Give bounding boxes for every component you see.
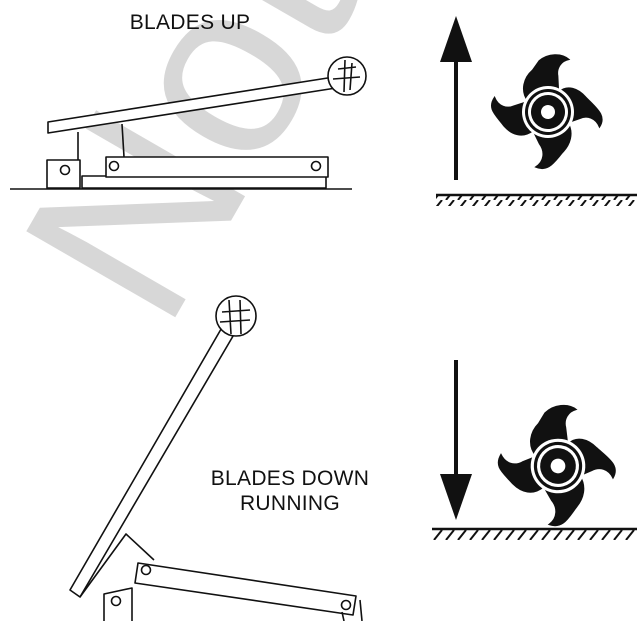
- down-arrow: [440, 360, 472, 520]
- label-blades-up: BLADES UP: [100, 10, 280, 35]
- ground-hatch: [436, 193, 637, 206]
- handle-knob: [327, 56, 367, 96]
- label-line: BLADES DOWN: [210, 467, 370, 490]
- label-line: RUNNING: [239, 492, 341, 515]
- linkage-bar: [134, 562, 357, 616]
- ground-hatch: [432, 527, 637, 540]
- label-line: BLADES UP: [129, 11, 251, 34]
- blade-rotor-raised: [483, 47, 610, 177]
- up-arrow: [440, 16, 472, 180]
- blade-rotor-lowered: [487, 395, 626, 537]
- lever-assembly-down: [69, 295, 363, 621]
- pivot-pin: [310, 160, 322, 172]
- pivot-pin: [110, 595, 122, 607]
- lever-assembly-up: [10, 56, 367, 190]
- pivot-pin: [140, 564, 152, 576]
- pivot-pin: [59, 164, 71, 176]
- label-blades-down-running: BLADES DOWN RUNNING: [180, 466, 400, 516]
- pivot-pin: [340, 599, 352, 611]
- lever-arm: [69, 323, 237, 598]
- handle-knob: [215, 295, 257, 337]
- linkage-bar: [105, 156, 329, 178]
- pivot-pin: [108, 160, 120, 172]
